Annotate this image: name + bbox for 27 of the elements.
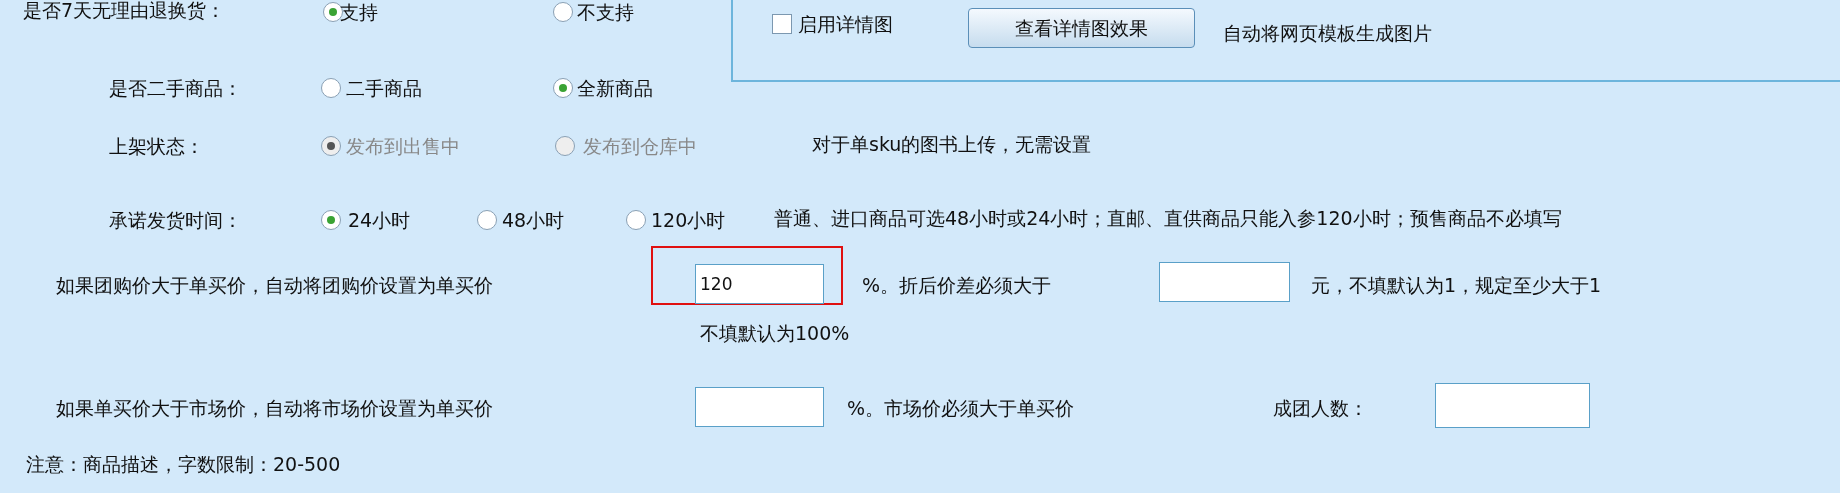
input-field: 120	[695, 264, 824, 304]
option-label: 二手商品	[346, 76, 422, 100]
hint-text: 元，不填默认为1，规定至少大于1	[1311, 273, 1602, 297]
option-label: 启用详情图	[798, 12, 893, 36]
field-label: 承诺发货时间：	[109, 208, 242, 232]
field-label: 如果团购价大于单买价，自动将团购价设置为单买价	[56, 273, 493, 297]
field-label: 如果单买价大于市场价，自动将市场价设置为单买价	[56, 396, 493, 420]
option-label: 全新商品	[577, 76, 653, 100]
option-label: 发布到仓库中	[583, 134, 697, 158]
hint-text: 对于单sku的图书上传，无需设置	[812, 132, 1092, 156]
field-label: 成团人数：	[1273, 396, 1368, 420]
field-label: 是否二手商品：	[109, 76, 242, 100]
option-label: 发布到出售中	[346, 134, 460, 158]
option-label: 120小时	[651, 208, 726, 232]
hint-text: %。市场价必须大于单买价	[847, 396, 1075, 420]
option-label: 支持	[340, 0, 378, 24]
view-button: 查看详情图效果	[968, 8, 1195, 48]
hint-text: 自动将网页模板生成图片	[1223, 21, 1432, 45]
option-label: 24小时	[348, 208, 411, 232]
option-label: 48小时	[502, 208, 565, 232]
hint-text: %。折后价差必须大于	[862, 273, 1052, 297]
hint-text: 普通、进口商品可选48小时或24小时；直邮、直供商品只能入参120小时；预售商品不必填写	[774, 206, 1562, 230]
option-label: 不支持	[577, 0, 634, 24]
note-text: 注意：商品描述，字数限制：20-500	[26, 452, 341, 476]
field-label: 是否7天无理由退换货：	[23, 0, 226, 22]
field-label: 上架状态：	[109, 134, 204, 158]
hint-text: 不填默认为100%	[700, 321, 850, 345]
